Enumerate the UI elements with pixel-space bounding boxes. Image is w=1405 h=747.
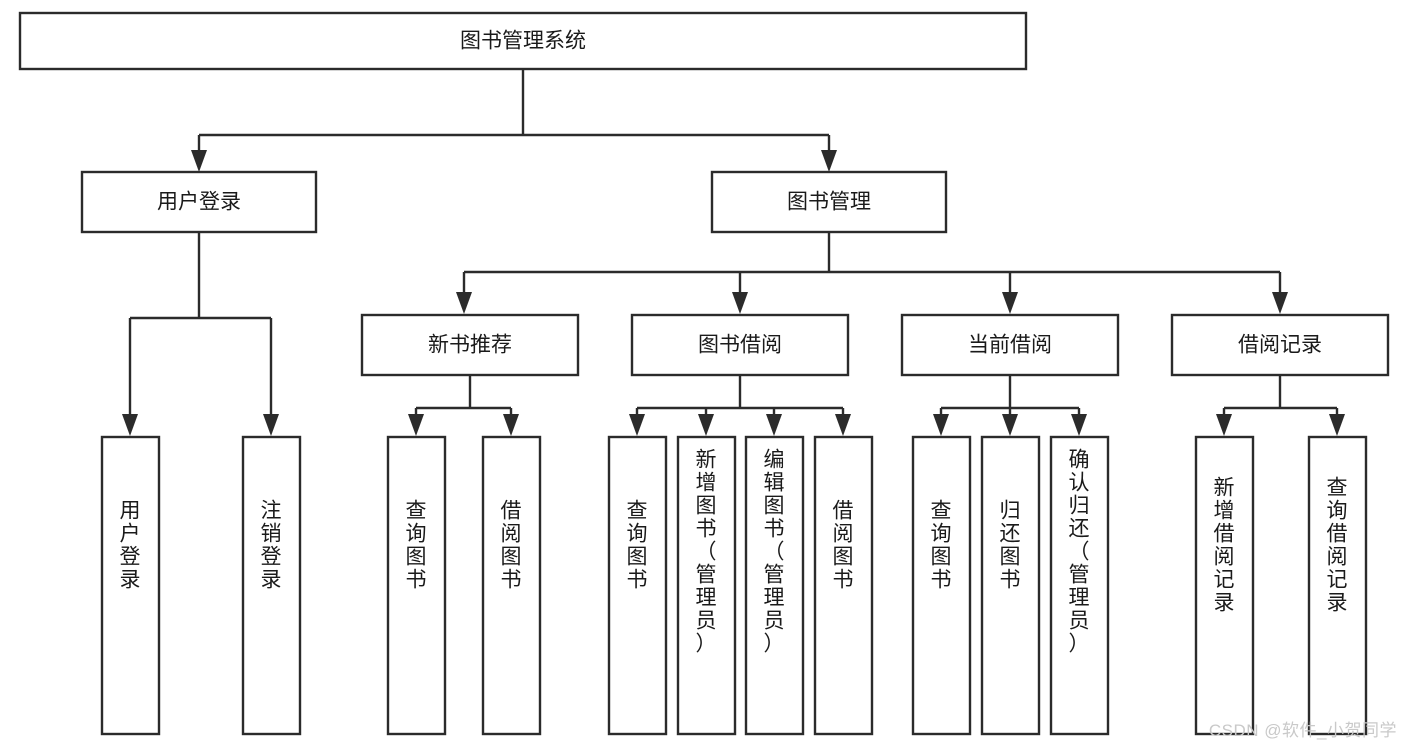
arrow-head-leaf-edit-book (766, 414, 782, 436)
node-leaf-add-book-box[interactable] (676, 435, 737, 736)
node-user-login-box[interactable] (80, 170, 318, 234)
node-leaf-confirm-return-box[interactable] (1049, 435, 1110, 736)
node-leaf-user-logout[interactable]: 注销登录 (241, 435, 302, 736)
node-leaf-query-book-3-box[interactable] (911, 435, 972, 736)
node-leaf-user-logout-box[interactable] (241, 435, 302, 736)
node-book-manage[interactable]: 图书管理 (710, 170, 948, 234)
arrow-head-new-book (456, 292, 472, 314)
node-leaf-add-record-box[interactable] (1194, 435, 1255, 736)
node-current-borrow-box[interactable] (900, 313, 1120, 377)
node-leaf-user-login-box[interactable] (100, 435, 161, 736)
arrow-head-leaf-query-record (1329, 414, 1345, 436)
leaf-layer: 用户登录 注销登录 查询图书 借阅图书 查询图书 新增图书（管理员） (100, 435, 1368, 736)
node-leaf-edit-book[interactable]: 编辑图书（管理员） (744, 435, 805, 736)
node-book-borrow[interactable]: 图书借阅 (630, 313, 850, 377)
arrow-head-book-manage (821, 150, 837, 172)
node-leaf-confirm-return[interactable]: 确认归还（管理员） (1049, 435, 1110, 736)
node-root[interactable]: 图书管理系统 (18, 11, 1028, 71)
node-leaf-add-book-label: 新增图书（管理员） (696, 449, 717, 656)
node-user-login-label: 用户登录 (157, 191, 241, 214)
csdn-watermark: CSDN @软件_小贺同学 (1208, 721, 1397, 740)
arrow-head-borrow-record (1272, 292, 1288, 314)
arrow-head-leaf-user-logout (263, 414, 279, 436)
node-leaf-query-record-label: 查询借阅记录 (1327, 477, 1348, 615)
node-leaf-add-record-label: 新增借阅记录 (1214, 477, 1235, 615)
arrow-head-leaf-query-book-1 (408, 414, 424, 436)
node-leaf-borrow-book-2-label: 借阅图书 (833, 500, 854, 592)
node-new-book-recommend-label: 新书推荐 (428, 334, 512, 357)
node-new-book-recommend[interactable]: 新书推荐 (360, 313, 580, 377)
arrow-head-current-borrow (1002, 292, 1018, 314)
node-current-borrow[interactable]: 当前借阅 (900, 313, 1120, 377)
node-leaf-borrow-book-2-box[interactable] (813, 435, 874, 736)
node-root-box[interactable] (18, 11, 1028, 71)
node-borrow-record-label: 借阅记录 (1238, 334, 1322, 357)
node-leaf-borrow-book-1[interactable]: 借阅图书 (481, 435, 542, 736)
node-leaf-return-book[interactable]: 归还图书 (980, 435, 1041, 736)
node-leaf-query-book-1[interactable]: 查询图书 (386, 435, 447, 736)
arrow-head-leaf-user-login (122, 414, 138, 436)
node-leaf-query-book-2-box[interactable] (607, 435, 668, 736)
node-leaf-query-book-1-label: 查询图书 (406, 500, 427, 592)
node-leaf-user-login-label: 用户登录 (120, 500, 141, 592)
node-user-login[interactable]: 用户登录 (80, 170, 318, 234)
node-leaf-add-record[interactable]: 新增借阅记录 (1194, 435, 1255, 736)
node-book-borrow-box[interactable] (630, 313, 850, 377)
node-borrow-record-box[interactable] (1170, 313, 1390, 377)
node-leaf-user-login[interactable]: 用户登录 (100, 435, 161, 736)
node-leaf-borrow-book-1-box[interactable] (481, 435, 542, 736)
node-book-manage-label: 图书管理 (787, 191, 871, 214)
node-leaf-user-logout-label: 注销登录 (261, 500, 282, 592)
node-leaf-query-record-box[interactable] (1307, 435, 1368, 736)
connector-layer (122, 69, 1345, 436)
node-leaf-query-book-1-box[interactable] (386, 435, 447, 736)
node-leaf-add-book[interactable]: 新增图书（管理员） (676, 435, 737, 736)
node-borrow-record[interactable]: 借阅记录 (1170, 313, 1390, 377)
arrow-head-leaf-return-book (1002, 414, 1018, 436)
node-leaf-query-book-2-label: 查询图书 (627, 500, 648, 592)
arrow-head-leaf-add-record (1216, 414, 1232, 436)
arrow-head-leaf-query-book-2 (629, 414, 645, 436)
node-leaf-edit-book-label: 编辑图书（管理员） (764, 449, 785, 656)
node-root-label: 图书管理系统 (460, 30, 586, 53)
node-current-borrow-label: 当前借阅 (968, 334, 1052, 357)
node-leaf-edit-book-box[interactable] (744, 435, 805, 736)
node-leaf-return-book-box[interactable] (980, 435, 1041, 736)
node-leaf-borrow-book-1-label: 借阅图书 (501, 500, 522, 592)
arrow-head-user-login (191, 150, 207, 172)
arrow-head-book-borrow (732, 292, 748, 314)
node-leaf-query-record[interactable]: 查询借阅记录 (1307, 435, 1368, 736)
node-book-manage-box[interactable] (710, 170, 948, 234)
node-leaf-query-book-2[interactable]: 查询图书 (607, 435, 668, 736)
node-leaf-return-book-label: 归还图书 (1000, 500, 1021, 592)
node-new-book-recommend-box[interactable] (360, 313, 580, 377)
arrow-head-leaf-confirm-return (1071, 414, 1087, 436)
node-leaf-query-book-3-label: 查询图书 (931, 500, 952, 592)
arrow-head-leaf-borrow-book-2 (835, 414, 851, 436)
arrow-head-leaf-borrow-book-1 (503, 414, 519, 436)
arrow-head-leaf-add-book (698, 414, 714, 436)
node-leaf-confirm-return-label: 确认归还（管理员） (1069, 449, 1090, 656)
node-leaf-query-book-3[interactable]: 查询图书 (911, 435, 972, 736)
node-leaf-borrow-book-2[interactable]: 借阅图书 (813, 435, 874, 736)
node-book-borrow-label: 图书借阅 (698, 334, 782, 357)
arrow-head-leaf-query-book-3 (933, 414, 949, 436)
